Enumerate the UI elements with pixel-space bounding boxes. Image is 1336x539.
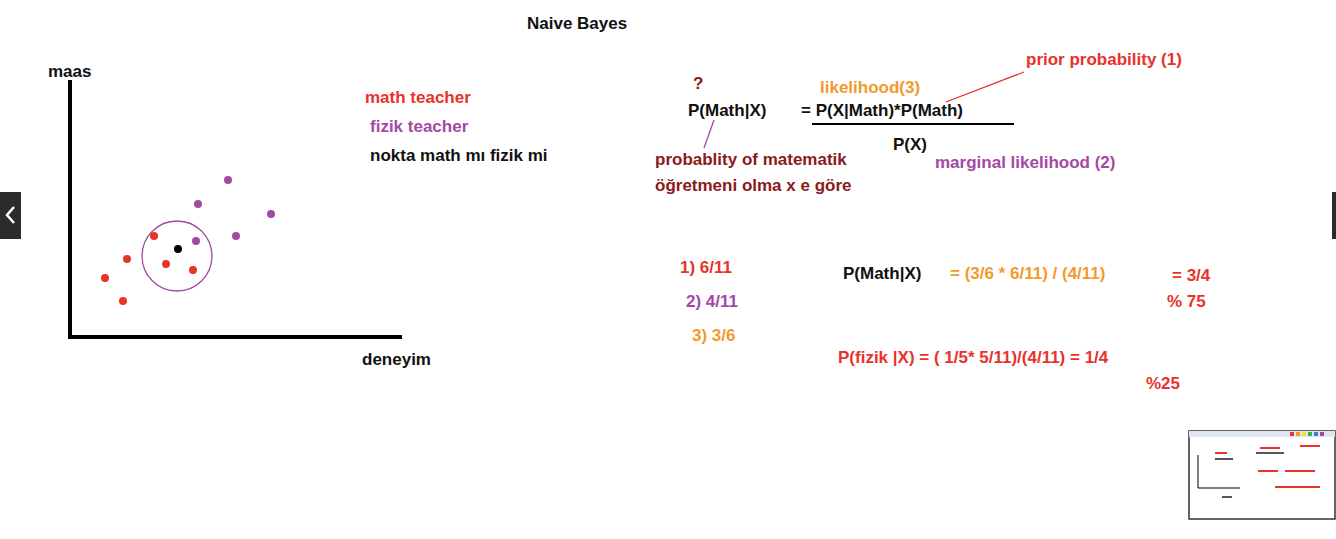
formula: P(X) <box>893 134 927 156</box>
value: 2) 4/11 <box>686 291 738 313</box>
annotation: prior probability (1) <box>1026 49 1182 71</box>
thumbnail-marks <box>1215 452 1284 498</box>
thumbnail <box>1189 431 1335 519</box>
axis-label: maas <box>48 61 91 83</box>
fizik-points <box>192 176 275 245</box>
formula: P(Math|X) <box>688 100 766 122</box>
result: %25 <box>1146 373 1180 395</box>
annotation: likelihood(3) <box>820 77 920 99</box>
neighbourhood-circle <box>142 221 212 291</box>
legend-note: math teacher <box>365 87 471 109</box>
nav-button <box>0 192 21 239</box>
legend-note: fizik teacher <box>370 116 468 138</box>
diagram-title: Naive Bayes <box>527 13 627 35</box>
annotation: probablity of matematik öğretmeni olma x… <box>655 147 855 199</box>
y-axis <box>68 80 72 339</box>
annotation: marginal likelihood (2) <box>935 152 1115 174</box>
thumbnail-toolbar <box>1189 431 1335 437</box>
thumbnail-axis <box>1198 455 1199 488</box>
axis-label: deneyim <box>362 349 431 371</box>
formula: P(fizik |X) = ( 1/5* 5/11)/(4/11) = 1/4 <box>838 347 1108 369</box>
nav-button <box>1332 192 1336 239</box>
result: % 75 <box>1167 291 1206 313</box>
leader-line <box>704 120 714 148</box>
formula: P(Math|X) <box>843 263 921 285</box>
x-axis <box>68 335 402 339</box>
thumbnail-swatches <box>1290 432 1324 436</box>
thumbnail-marks <box>1215 445 1320 488</box>
value: 1) 6/11 <box>680 257 732 279</box>
thumbnail-axis <box>1198 488 1240 489</box>
formula: = (3/6 * 6/11) / (4/11) <box>950 263 1105 285</box>
question-note: nokta math mı fizik mi <box>370 145 548 167</box>
chevron-icon <box>7 207 14 223</box>
query-point <box>174 245 182 253</box>
leader-line <box>946 72 1024 102</box>
value: 3) 3/6 <box>692 325 735 347</box>
result: = 3/4 <box>1172 265 1210 287</box>
formula: = P(X|Math)*P(Math) <box>801 100 963 122</box>
math-points <box>101 232 197 305</box>
question-mark: ? <box>693 73 703 95</box>
fraction-bar <box>812 123 1014 125</box>
